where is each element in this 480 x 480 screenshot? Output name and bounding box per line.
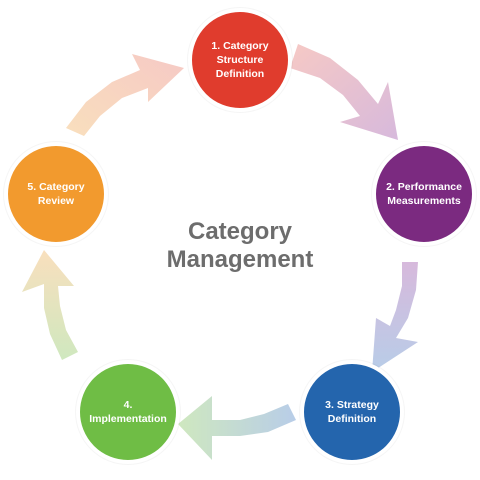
step-5-label-line1: 5. Category — [27, 181, 85, 193]
arrow-step1-to-step2 — [290, 44, 398, 140]
step-1-label-line1: 1. Category — [211, 40, 269, 52]
step-2-label-line2: Measurements — [387, 195, 461, 207]
step-1-label-line2: Structure — [216, 54, 264, 66]
step-1-label-line3: Definition — [215, 68, 265, 80]
center-title-line2: Management — [166, 246, 314, 273]
step-5-category-review-node: 5. Category Review — [4, 142, 108, 246]
step-3-label-line1: 3. Strategy — [325, 399, 379, 411]
step-4-implementation-node: 4. Implementation — [76, 360, 180, 464]
step-1-category-structure-definition-node: 1. Category Structure Definition — [188, 8, 292, 112]
step-3-strategy-definition-node: 3. Strategy Definition — [300, 360, 404, 464]
step-2-performance-measurements-node: 2. Performance Measurements — [372, 142, 476, 246]
arrow-step3-to-step4 — [178, 396, 296, 460]
center-title-line1: Category — [187, 218, 293, 245]
arrow-step4-to-step5 — [22, 250, 78, 360]
step-4-label-line1: 4. Implementation — [89, 399, 167, 425]
step-5-label-line2: Review — [37, 195, 75, 207]
step-2-label-line1: 2. Performance — [386, 181, 462, 193]
step-3-label-line2: Definition — [327, 413, 377, 425]
arrow-step5-to-step1 — [66, 54, 184, 136]
center-title: Category Management — [140, 218, 340, 274]
arrow-step2-to-step3 — [372, 262, 418, 372]
